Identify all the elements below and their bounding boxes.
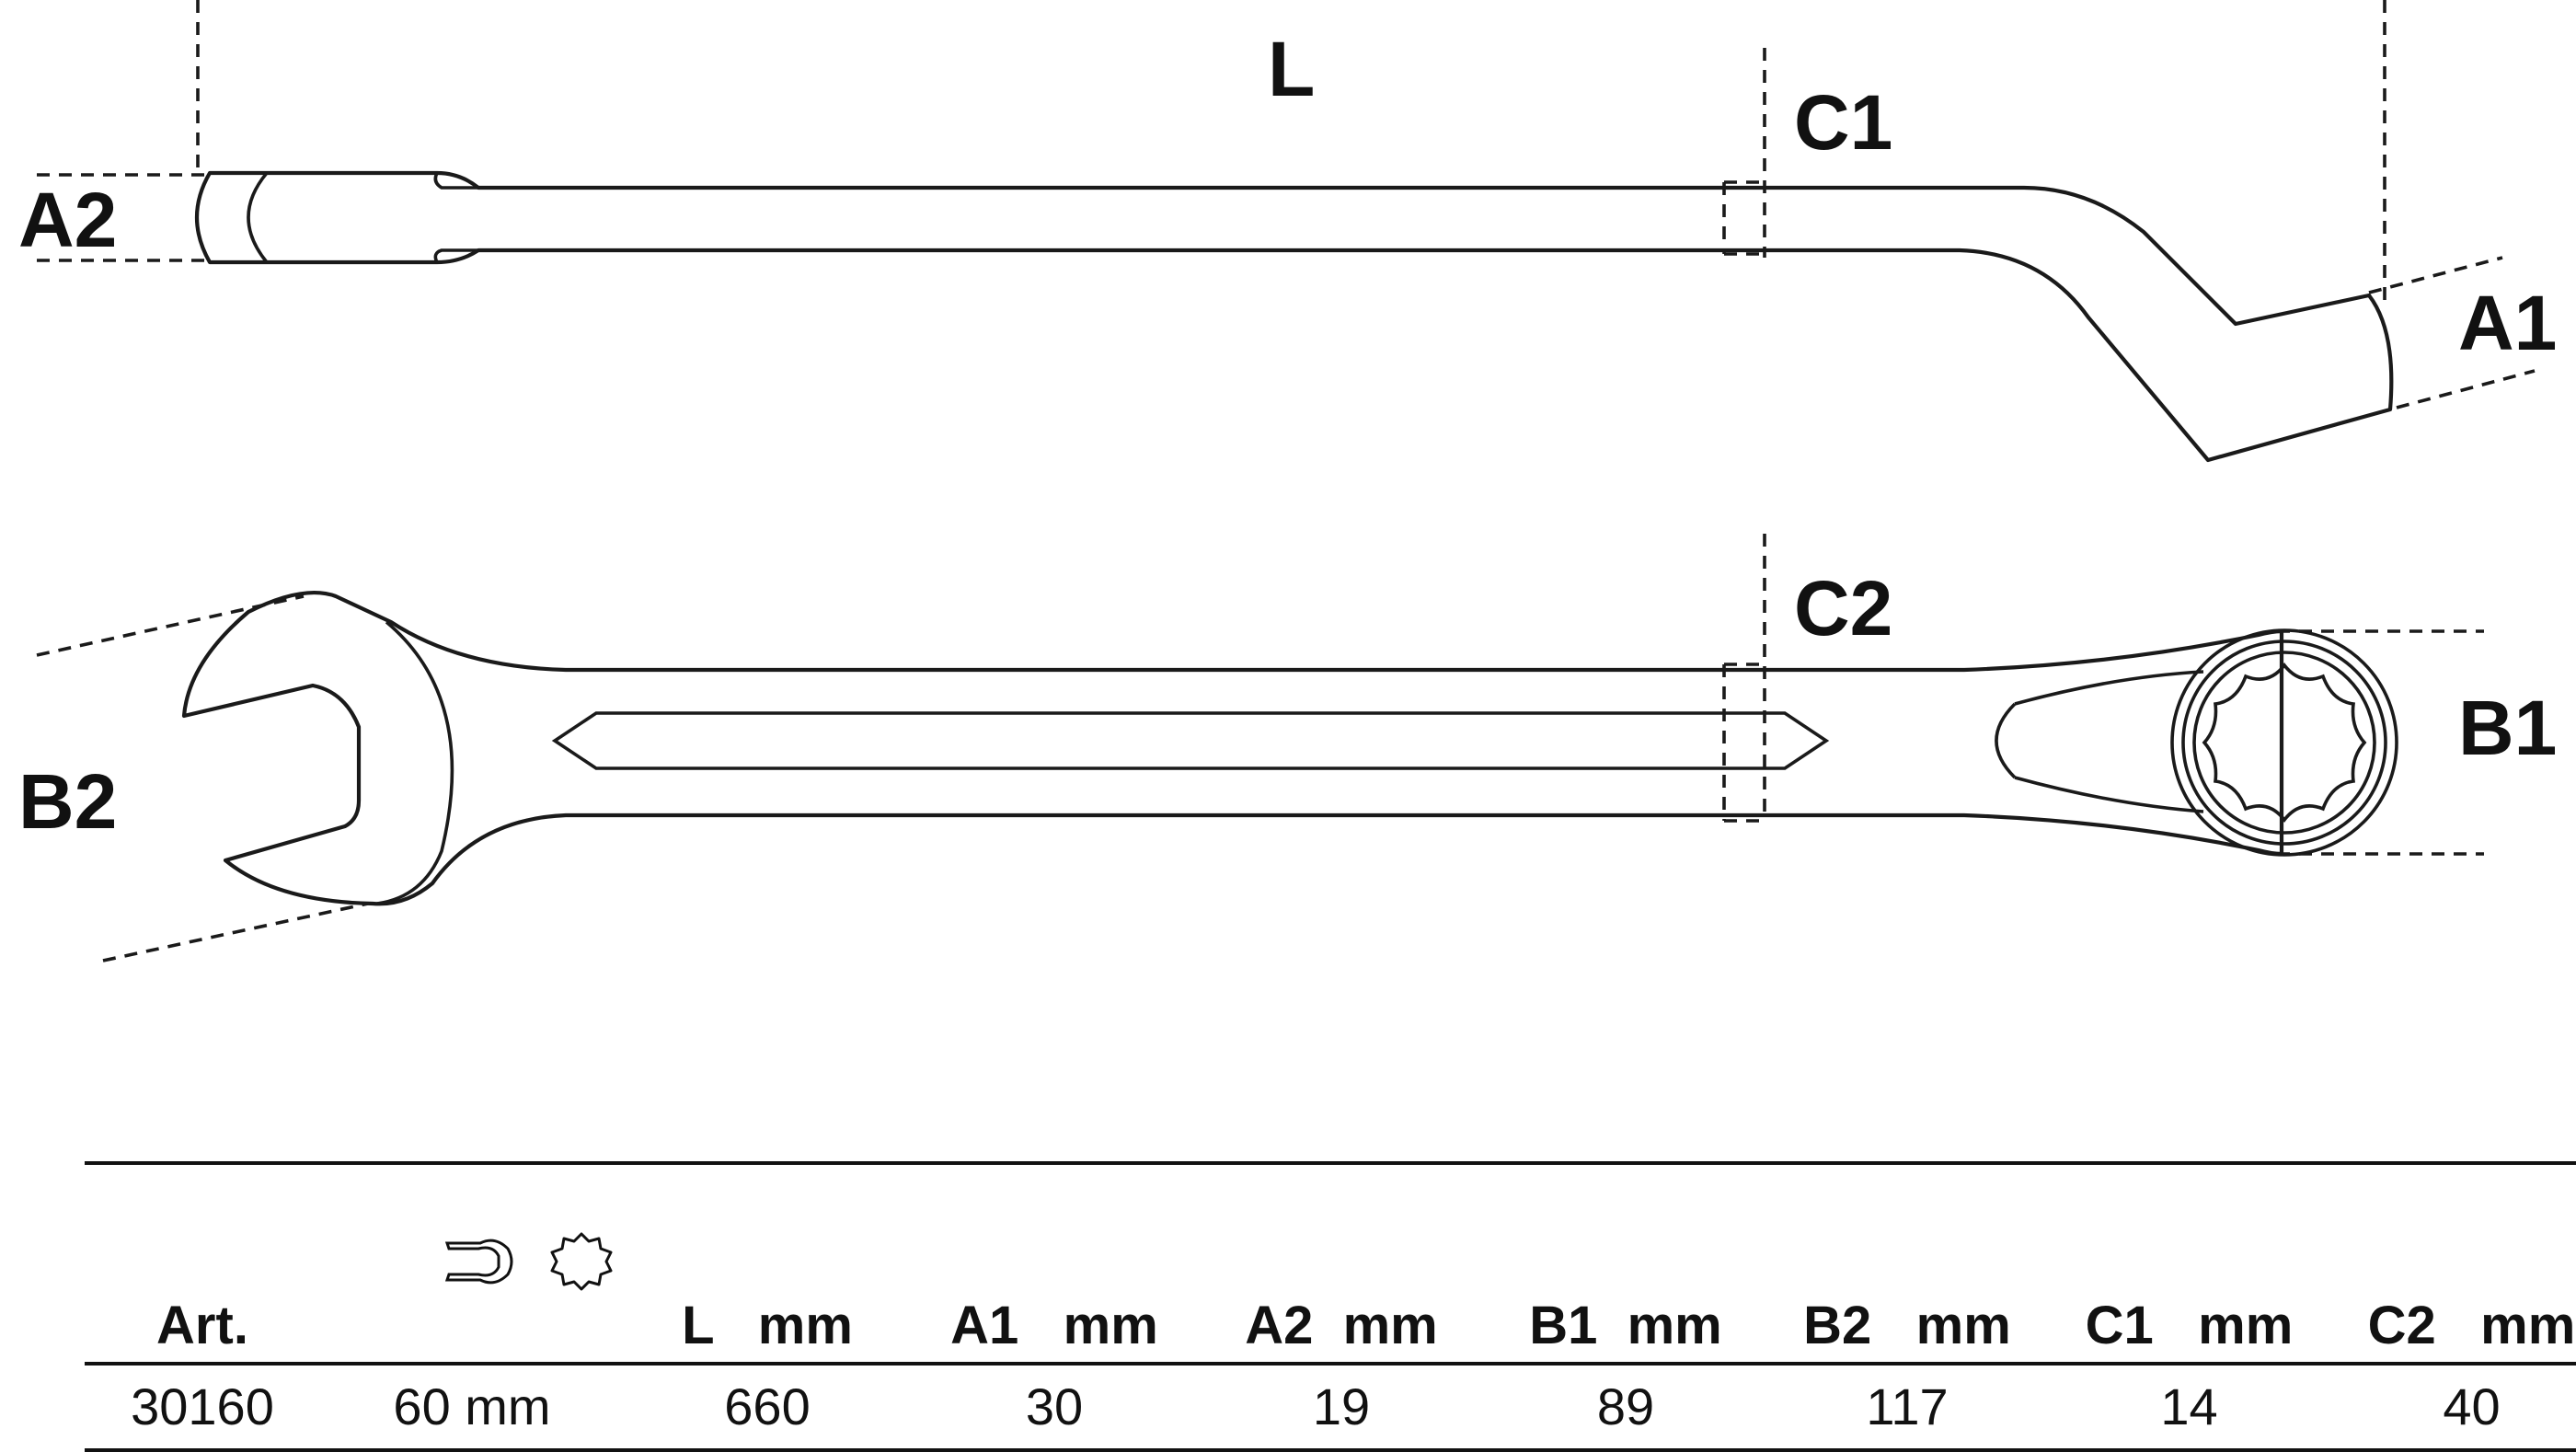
cell-L: 660 <box>724 1377 811 1436</box>
cell-size: 60 mm <box>393 1377 551 1436</box>
header-C1: C1 mm <box>2085 1295 2294 1355</box>
label-A1: A1 <box>2458 280 2557 366</box>
cell-A2: 19 <box>1312 1377 1371 1436</box>
cell-C1: 14 <box>2160 1377 2218 1436</box>
header-B2: B2 mm <box>1803 1295 2011 1355</box>
wrench-side-view <box>195 170 2394 463</box>
header-B1: B1 mm <box>1529 1295 1722 1355</box>
header-art: Art. <box>156 1295 248 1355</box>
cell-B1: 89 <box>1596 1377 1655 1436</box>
spec-table: Art. L mm A1 mm A2 mm B1 mm B2 mm C1 mm … <box>85 1161 2576 1452</box>
label-C1: C1 <box>1794 79 1892 166</box>
cell-A1: 30 <box>1025 1377 1084 1436</box>
wrench-dimension-diagram: L C1 A2 A1 C2 B1 B2 <box>18 0 2557 962</box>
top-view-dimension-lines <box>36 534 2484 962</box>
label-C2: C2 <box>1794 565 1892 651</box>
open-end-wrench-icon <box>445 1239 513 1285</box>
spec-table-row: 30160 60 mm 660 30 19 89 117 14 40 <box>85 1363 2576 1450</box>
label-B2: B2 <box>18 758 117 845</box>
label-B1: B1 <box>2458 685 2557 771</box>
side-view-dimension-lines <box>37 0 2536 409</box>
cell-C2: 40 <box>2443 1377 2501 1436</box>
header-C2: C2 mm <box>2367 1295 2576 1355</box>
cell-B2: 117 <box>1866 1377 1949 1436</box>
cell-art: 30160 <box>131 1377 274 1436</box>
spec-table-header-row: Art. L mm A1 mm A2 mm B1 mm B2 mm C1 mm … <box>85 1163 2576 1364</box>
twelve-point-ring-icon <box>550 1232 613 1291</box>
header-size-icons <box>320 1163 624 1364</box>
label-A2: A2 <box>18 177 117 263</box>
header-L: L mm <box>682 1295 853 1355</box>
wrench-top-view <box>181 591 2398 906</box>
header-A2: A2 mm <box>1245 1295 1438 1355</box>
header-A1: A1 mm <box>950 1295 1158 1355</box>
label-L: L <box>1268 26 1315 112</box>
